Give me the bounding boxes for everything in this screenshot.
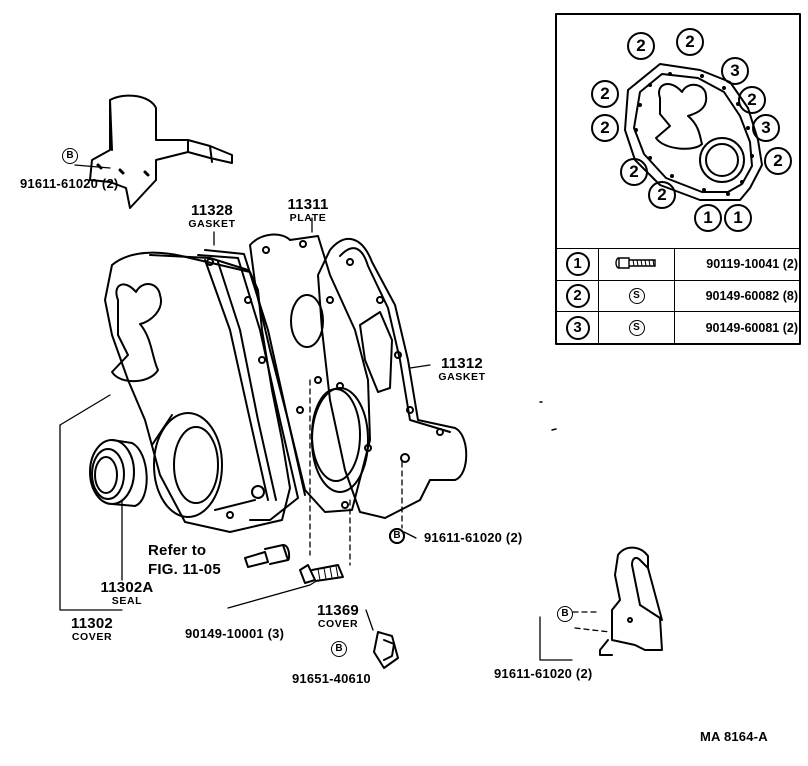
part-number: 11311: [287, 196, 329, 213]
bolt-label-right-mid: 91611-61020 (2): [424, 530, 523, 545]
gasket-11328-label: 11328 GASKET: [180, 203, 244, 230]
part-name: GASKET: [438, 371, 486, 383]
part-number: 11302: [71, 615, 113, 632]
legend-key: 3: [565, 315, 590, 340]
bolt-label-bottom-right: 91611-61020 (2): [494, 666, 593, 681]
inset-marker: 2: [591, 80, 619, 108]
b-marker: B: [389, 528, 405, 544]
inset-marker: 3: [752, 114, 780, 142]
legend-row: 3 S 90149-60081 (2): [556, 311, 801, 344]
refer-bolt: [244, 544, 291, 568]
screw-90149: [299, 564, 344, 584]
seal-11302a-label: 11302A SEAL: [92, 580, 162, 607]
inset-marker: 2: [738, 86, 766, 114]
oil-seal: [89, 439, 148, 507]
part-name: PLATE: [289, 212, 327, 224]
part-number: 11328: [191, 202, 233, 219]
inset-marker: 1: [724, 204, 752, 232]
inset-marker: 3: [721, 57, 749, 85]
plate-11311-label: 11311 PLATE: [278, 197, 338, 224]
clip-label: 91651-40610: [292, 671, 371, 686]
legend-part-number: 90149-60082 (8): [705, 288, 798, 303]
bracket-top-left: [89, 94, 233, 209]
legend-row: 2 S 90149-60082 (8): [556, 279, 801, 313]
part-name: COVER: [71, 631, 113, 643]
refer-note: Refer to FIG. 11-05: [148, 543, 221, 578]
refer-line-2: FIG. 11-05: [148, 561, 221, 578]
clip-11369: [373, 631, 399, 669]
part-name: COVER: [317, 618, 359, 630]
gasket-11312-label: 11312 GASKET: [430, 356, 494, 383]
inset-marker: 2: [676, 28, 704, 56]
legend-key: 1: [565, 252, 590, 277]
b-marker: B: [62, 148, 78, 164]
legend-key: 2: [565, 283, 590, 308]
gasket-11312: [311, 238, 468, 519]
inset-frame: [555, 13, 801, 345]
refer-line-1: Refer to: [148, 542, 207, 559]
bolt-label-top-left: 91611-61020 (2): [20, 176, 119, 191]
part-name: SEAL: [111, 595, 143, 607]
legend-part-number: 90149-60081 (2): [705, 320, 798, 335]
inset-marker: 2: [648, 181, 676, 209]
cover-11369-label: 11369 COVER: [310, 603, 366, 630]
part-number: 11369: [317, 602, 359, 619]
inset-marker: 1: [694, 204, 722, 232]
timing-cover: [104, 251, 291, 533]
part-number: 11312: [441, 355, 483, 372]
s-symbol-icon: S: [628, 288, 645, 305]
bolt-icon: [614, 257, 656, 269]
b-marker: B: [557, 606, 573, 622]
screw-label: 90149-10001 (3): [185, 626, 285, 641]
inset-marker: 2: [620, 158, 648, 186]
b-marker: B: [331, 641, 347, 657]
inset-marker: 2: [764, 147, 792, 175]
part-number: 11302A: [100, 579, 154, 596]
figure-code: MA 8164-A: [700, 729, 768, 744]
bracket-bottom-right: [599, 546, 663, 656]
s-symbol-icon: S: [628, 320, 645, 337]
cover-11302-label: 11302 COVER: [60, 616, 124, 643]
inset-marker: 2: [627, 32, 655, 60]
inset-marker: 2: [591, 114, 619, 142]
fastener-legend: 1 90119-10041 (2) 2 S 90149-60082 (8) 3 …: [556, 248, 801, 344]
legend-row: 1 90119-10041 (2): [556, 248, 801, 281]
legend-part-number: 90119-10041 (2): [706, 257, 798, 272]
part-name: GASKET: [188, 218, 236, 230]
